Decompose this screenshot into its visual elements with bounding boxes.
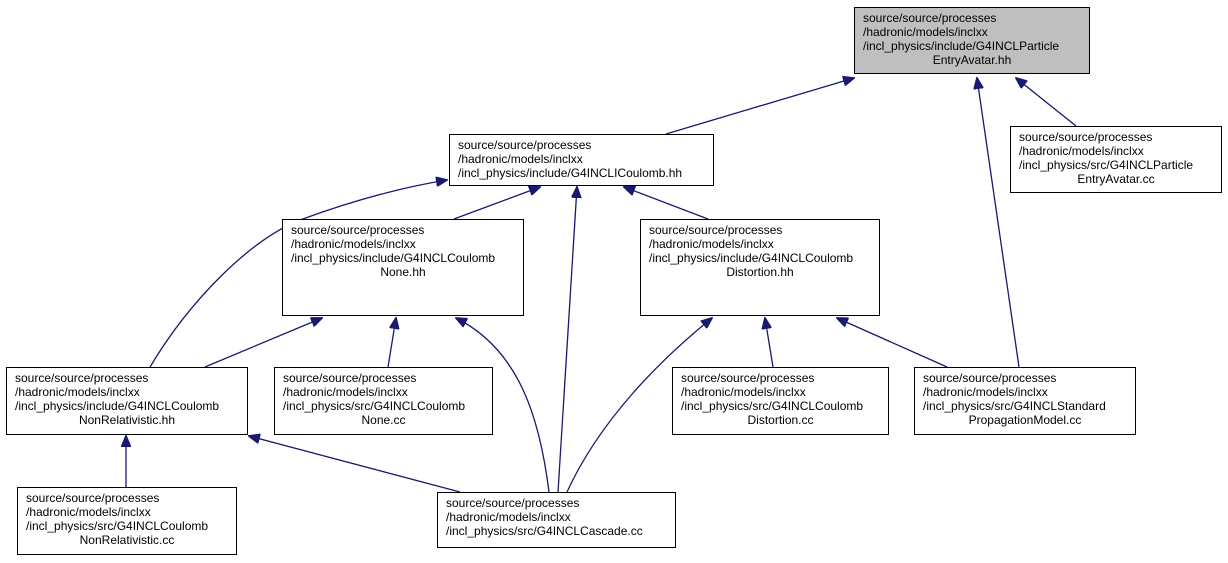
node-label-line: /incl_physics/include/G4INCLCoulomb	[291, 251, 496, 265]
node-label-line: source/source/processes	[26, 491, 160, 505]
edge-n6-to-n3	[387, 318, 396, 368]
node-label-line: /hadronic/models/inclxx	[15, 385, 140, 399]
node-label-line: source/source/processes	[458, 138, 592, 152]
node-label-line: /hadronic/models/inclxx	[649, 237, 774, 251]
node-label-line: EntryAvatar.hh	[932, 53, 1012, 67]
edge-n10-to-n4	[566, 318, 712, 493]
file-node[interactable]: source/source/processes/hadronic/models/…	[914, 367, 1136, 435]
node-label-line: source/source/processes	[863, 11, 997, 25]
node-label-line: /hadronic/models/inclxx	[291, 237, 416, 251]
node-label-line: /incl_physics/src/G4INCLParticle	[1019, 158, 1194, 172]
node-label-line: None.cc	[361, 413, 406, 427]
node-label-line: source/source/processes	[446, 496, 580, 510]
node-label-line: /incl_physics/src/G4INCLStandard	[923, 399, 1106, 413]
node-label-line: EntryAvatar.cc	[1077, 172, 1155, 186]
node-label-line: /incl_physics/src/G4INCLCoulomb	[681, 399, 864, 413]
node-label-line: /hadronic/models/inclxx	[681, 385, 806, 399]
edge-n3-to-n1	[453, 187, 540, 220]
node-label-line: source/source/processes	[1019, 130, 1153, 144]
file-node[interactable]: source/source/processes/hadronic/models/…	[1010, 126, 1222, 193]
node-label-line: source/source/processes	[15, 371, 149, 385]
node-label-line: /incl_physics/include/G4INCLCoulomb	[649, 251, 854, 265]
node-label-line: source/source/processes	[283, 371, 417, 385]
edge-n8-to-n0	[977, 78, 1020, 368]
file-node[interactable]: source/source/processes/hadronic/models/…	[672, 367, 889, 435]
node-label-line: /incl_physics/src/G4INCLCoulomb	[26, 519, 209, 533]
edge-n2-to-n0	[1016, 78, 1077, 127]
edge-n10-to-n1	[557, 187, 577, 493]
node-label-line: Distortion.cc	[747, 413, 814, 427]
file-node[interactable]: source/source/processes/hadronic/models/…	[449, 134, 714, 186]
node-label-line: /hadronic/models/inclxx	[458, 152, 583, 166]
node-label-line: source/source/processes	[923, 371, 1057, 385]
file-node[interactable]: source/source/processes/hadronic/models/…	[6, 367, 248, 435]
edge-n4-to-n1	[624, 187, 709, 220]
node-label-line: /incl_physics/src/G4INCLCascade.cc	[446, 524, 643, 538]
node-label-line: source/source/processes	[681, 371, 815, 385]
edge-n5-to-n3	[204, 318, 322, 368]
edge-n8-to-n4	[837, 318, 948, 368]
file-node[interactable]: source/source/processes/hadronic/models/…	[282, 219, 524, 316]
node-label-line: None.hh	[380, 265, 426, 279]
node-label-line: /hadronic/models/inclxx	[26, 505, 151, 519]
node-label-line: /incl_physics/src/G4INCLCoulomb	[283, 399, 466, 413]
node-label-line: /hadronic/models/inclxx	[1019, 144, 1144, 158]
edge-n10-to-n3	[456, 318, 550, 493]
node-label-line: /hadronic/models/inclxx	[923, 385, 1048, 399]
file-node[interactable]: source/source/processes/hadronic/models/…	[17, 487, 237, 555]
node-label-line: source/source/processes	[291, 223, 425, 237]
node-label-line: /incl_physics/include/G4INCLParticle	[863, 39, 1060, 53]
node-label-line: /incl_physics/include/G4INCLCoulomb	[15, 399, 220, 413]
node-label-line: NonRelativistic.hh	[78, 413, 176, 427]
node-label-line: /hadronic/models/inclxx	[446, 510, 571, 524]
node-label-line: /hadronic/models/inclxx	[283, 385, 408, 399]
edge-n10-to-n5	[249, 436, 461, 493]
node-label-line: /incl_physics/include/G4INCLICoulomb.hh	[458, 166, 683, 180]
node-label-line: Distortion.hh	[726, 265, 794, 279]
current-file-node: source/source/processes/hadronic/models/…	[854, 7, 1090, 74]
edge-n1-to-n0	[665, 78, 854, 135]
node-label-line: source/source/processes	[649, 223, 783, 237]
node-label-line: /hadronic/models/inclxx	[863, 25, 988, 39]
edge-n7-to-n4	[765, 318, 774, 368]
file-node[interactable]: source/source/processes/hadronic/models/…	[274, 367, 493, 435]
file-node[interactable]: source/source/processes/hadronic/models/…	[640, 219, 880, 316]
node-label-line: PropagationModel.cc	[968, 413, 1082, 427]
node-label-line: NonRelativistic.cc	[79, 533, 175, 547]
file-node[interactable]: source/source/processes/hadronic/models/…	[437, 492, 676, 548]
